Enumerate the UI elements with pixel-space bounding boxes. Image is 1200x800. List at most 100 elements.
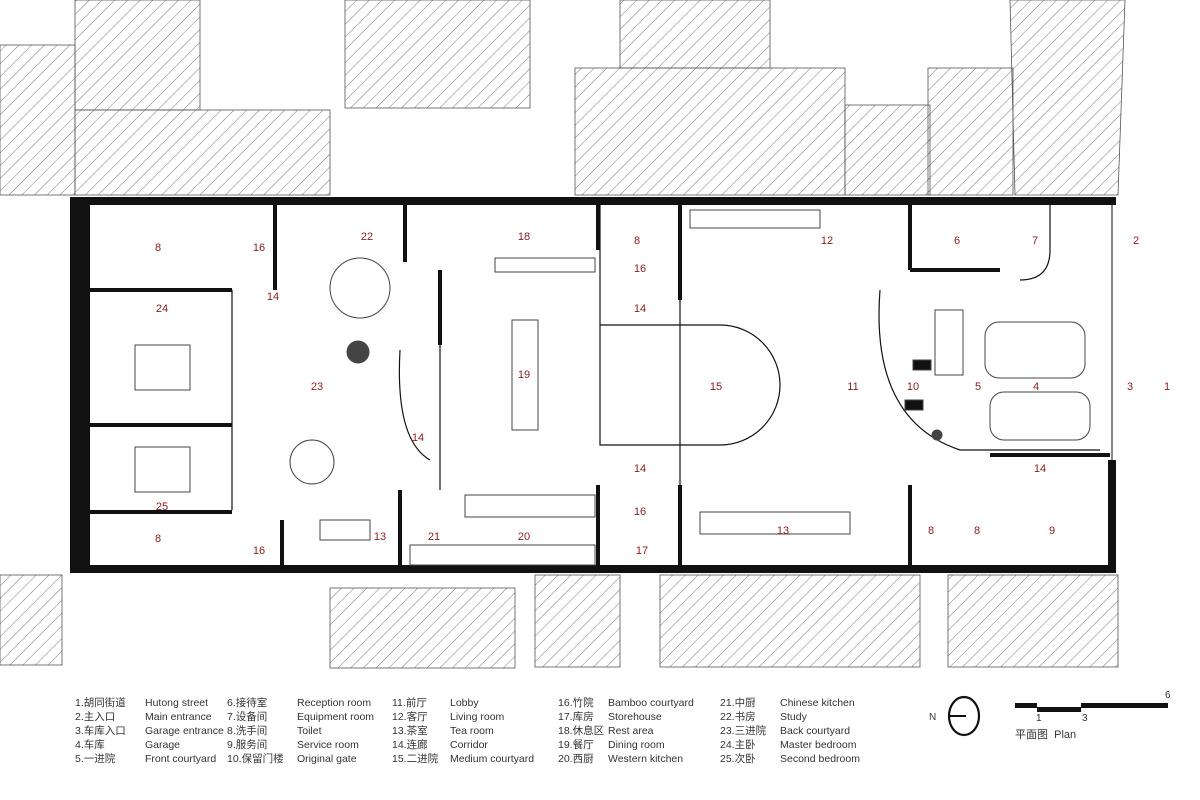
room-label: 14 — [267, 291, 279, 303]
legend-number: 18.休息区 — [558, 725, 605, 737]
scale-bar: 1 3 6 平面图 Plan — [1015, 690, 1175, 742]
room-label: 3 — [1127, 381, 1133, 393]
room-label: 10 — [907, 381, 919, 393]
room-labels: 8 16 22 18 8 16 12 6 7 2 24 14 14 19 15 … — [155, 231, 1170, 557]
legend-number: 19.餐厅 — [558, 739, 594, 751]
room-label: 18 — [518, 231, 530, 243]
legend-name: Lobby — [450, 697, 479, 709]
legend-name: Front courtyard — [145, 753, 217, 765]
room-label: 8 — [928, 525, 934, 537]
legend-number: 6.接待室 — [227, 697, 268, 709]
room-label: 12 — [821, 235, 833, 247]
legend-name: Garage — [145, 739, 181, 751]
legend-number: 15.二进院 — [392, 753, 439, 765]
scale-tick-6: 6 — [1165, 690, 1171, 701]
legend-name: Hutong street — [145, 697, 209, 709]
room-label: 24 — [156, 303, 168, 315]
legend-number: 21.中厨 — [720, 697, 756, 709]
legend-col-4: 16.竹院 Bamboo courtyard 17.库房 Storehouse 18… — [558, 696, 718, 766]
room-label: 16 — [253, 242, 265, 254]
legend-name: Garage entrance — [145, 725, 224, 737]
legend-number: 8.洗手间 — [227, 725, 268, 737]
legend-number: 1.胡同街道 — [75, 697, 126, 709]
legend-name: Storehouse — [608, 711, 662, 723]
room-label: 13 — [777, 525, 789, 537]
legend-name: Equipment room — [297, 711, 375, 723]
room-label: 1 — [1164, 381, 1170, 393]
neighbor-buildings — [0, 0, 1126, 669]
legend-number: 20.西厨 — [558, 753, 594, 765]
legend-name: Second bedroom — [780, 753, 860, 765]
legend-number: 11.前厅 — [392, 697, 427, 709]
room-label: 8 — [155, 242, 161, 254]
scale-segment — [1015, 703, 1037, 708]
room-label: 11 — [847, 381, 858, 393]
room-label: 25 — [156, 501, 168, 513]
north-arrow: N — [929, 695, 981, 737]
legend-name: Corridor — [450, 739, 488, 751]
room-label: 8 — [634, 235, 640, 247]
scale-tick-3: 3 — [1082, 713, 1088, 724]
room-label: 7 — [1032, 235, 1038, 247]
legend-number: 12.客厅 — [392, 711, 428, 723]
legend-name: Chinese kitchen — [780, 697, 855, 709]
north-arrow-circle — [947, 695, 981, 737]
legend-number: 24.主卧 — [720, 739, 756, 751]
scale-segment — [1081, 703, 1168, 708]
room-label: 2 — [1133, 235, 1139, 247]
legend-name: Dining room — [608, 739, 665, 751]
legend-number: 25.次卧 — [720, 753, 756, 765]
legend-number: 9.服务间 — [227, 739, 268, 751]
room-label: 8 — [155, 533, 161, 545]
legend-name: Toilet — [297, 725, 322, 737]
room-label: 14 — [634, 463, 646, 475]
legend-number: 17.库房 — [558, 711, 594, 723]
legend-number: 16.竹院 — [558, 697, 594, 709]
room-label: 14 — [412, 432, 424, 444]
legend-name: Living room — [450, 711, 505, 723]
room-label: 22 — [361, 231, 373, 243]
room-label: 15 — [710, 381, 722, 393]
room-label: 14 — [1034, 463, 1046, 475]
room-label: 17 — [636, 545, 648, 557]
scale-tick-1: 1 — [1036, 713, 1042, 724]
room-label: 6 — [954, 235, 960, 247]
legend-name: Service room — [297, 739, 359, 751]
room-label: 16 — [253, 545, 265, 557]
legend-number: 3.车库入口 — [75, 725, 126, 737]
room-label: 9 — [1049, 525, 1055, 537]
legend-name: Study — [780, 711, 807, 723]
legend-name: Tea room — [450, 725, 494, 737]
legend-name: Medium courtyard — [450, 753, 535, 765]
legend-number: 7.设备间 — [227, 711, 268, 723]
legend-number: 14.连廊 — [392, 739, 428, 751]
legend-name: Western kitchen — [608, 753, 684, 765]
legend-name: Back courtyard — [780, 725, 851, 737]
room-label: 5 — [975, 381, 981, 393]
legend-number: 2.主入口 — [75, 711, 116, 723]
legend-number: 5.一进院 — [75, 753, 116, 765]
legend-col-3: 11.前厅 Lobby 12.客厅 Living room 13.茶室 Tea roo… — [392, 696, 560, 766]
legend-name: Master bedroom — [780, 739, 857, 751]
legend-name: Bamboo courtyard — [608, 697, 694, 709]
room-label: 20 — [518, 531, 530, 543]
legend-name: Original gate — [297, 753, 357, 765]
legend-number: 13.茶室 — [392, 725, 428, 737]
floor-plan: 8 16 22 18 8 16 12 6 7 2 24 14 14 19 15 … — [0, 0, 1170, 669]
north-label: N — [929, 712, 936, 723]
room-label: 16 — [634, 506, 646, 518]
legend-number: 10.保留门楼 — [227, 753, 284, 765]
room-label: 4 — [1033, 381, 1039, 393]
plan-title: 平面图 Plan — [1015, 729, 1077, 741]
legend-number: 4.车库 — [75, 739, 105, 751]
legend-number: 22.书房 — [720, 711, 756, 723]
room-label: 8 — [974, 525, 980, 537]
room-label: 23 — [311, 381, 323, 393]
legend-name: Reception room — [297, 697, 372, 709]
room-label: 14 — [634, 303, 646, 315]
walls — [70, 197, 1116, 573]
room-label: 19 — [518, 369, 530, 381]
